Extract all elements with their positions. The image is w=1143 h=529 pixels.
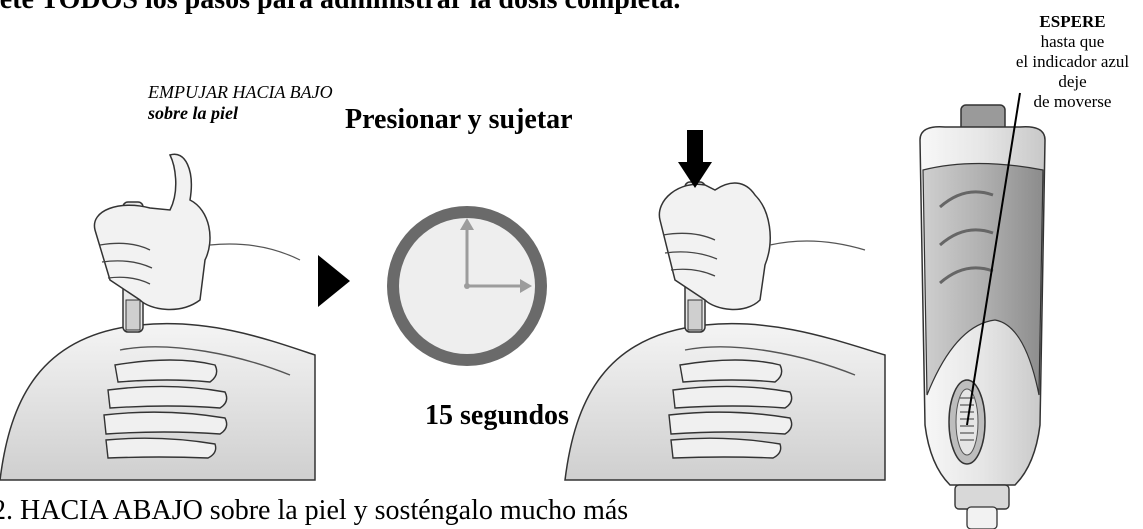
wait-line5: de moverse bbox=[1033, 92, 1112, 111]
wait-title: ESPERE bbox=[1039, 12, 1106, 31]
wait-line3: el indicador azul bbox=[1015, 52, 1130, 71]
push-down-line2: sobre la piel bbox=[148, 103, 238, 123]
push-down-line1: EMPUJAR HACIA BAJO bbox=[148, 82, 333, 102]
hand-holding-pen-icon bbox=[564, 181, 886, 481]
push-down-instruction: EMPUJAR HACIA BAJO sobre la piel bbox=[148, 82, 333, 124]
top-instruction: lete TODOS los pasos para administrar la… bbox=[0, 0, 680, 16]
bottom-instruction: 2. HACIA ABAJO sobre la piel y sosténgal… bbox=[0, 495, 629, 526]
press-hold-title: Presionar y sujetar bbox=[345, 104, 573, 135]
duration-label: 15 segundos bbox=[425, 400, 569, 431]
down-arrow-icon bbox=[678, 130, 712, 188]
wait-callout: ESPERE hasta que el indicador azul deje … bbox=[1000, 12, 1143, 112]
injector-pen-icon bbox=[919, 92, 1046, 529]
arrow-right-icon bbox=[318, 255, 350, 307]
wait-line4: deje bbox=[1058, 72, 1087, 91]
clock-icon bbox=[387, 206, 547, 366]
wait-line2: hasta que bbox=[1040, 32, 1105, 51]
hand-pressing-pen-icon bbox=[0, 153, 316, 481]
